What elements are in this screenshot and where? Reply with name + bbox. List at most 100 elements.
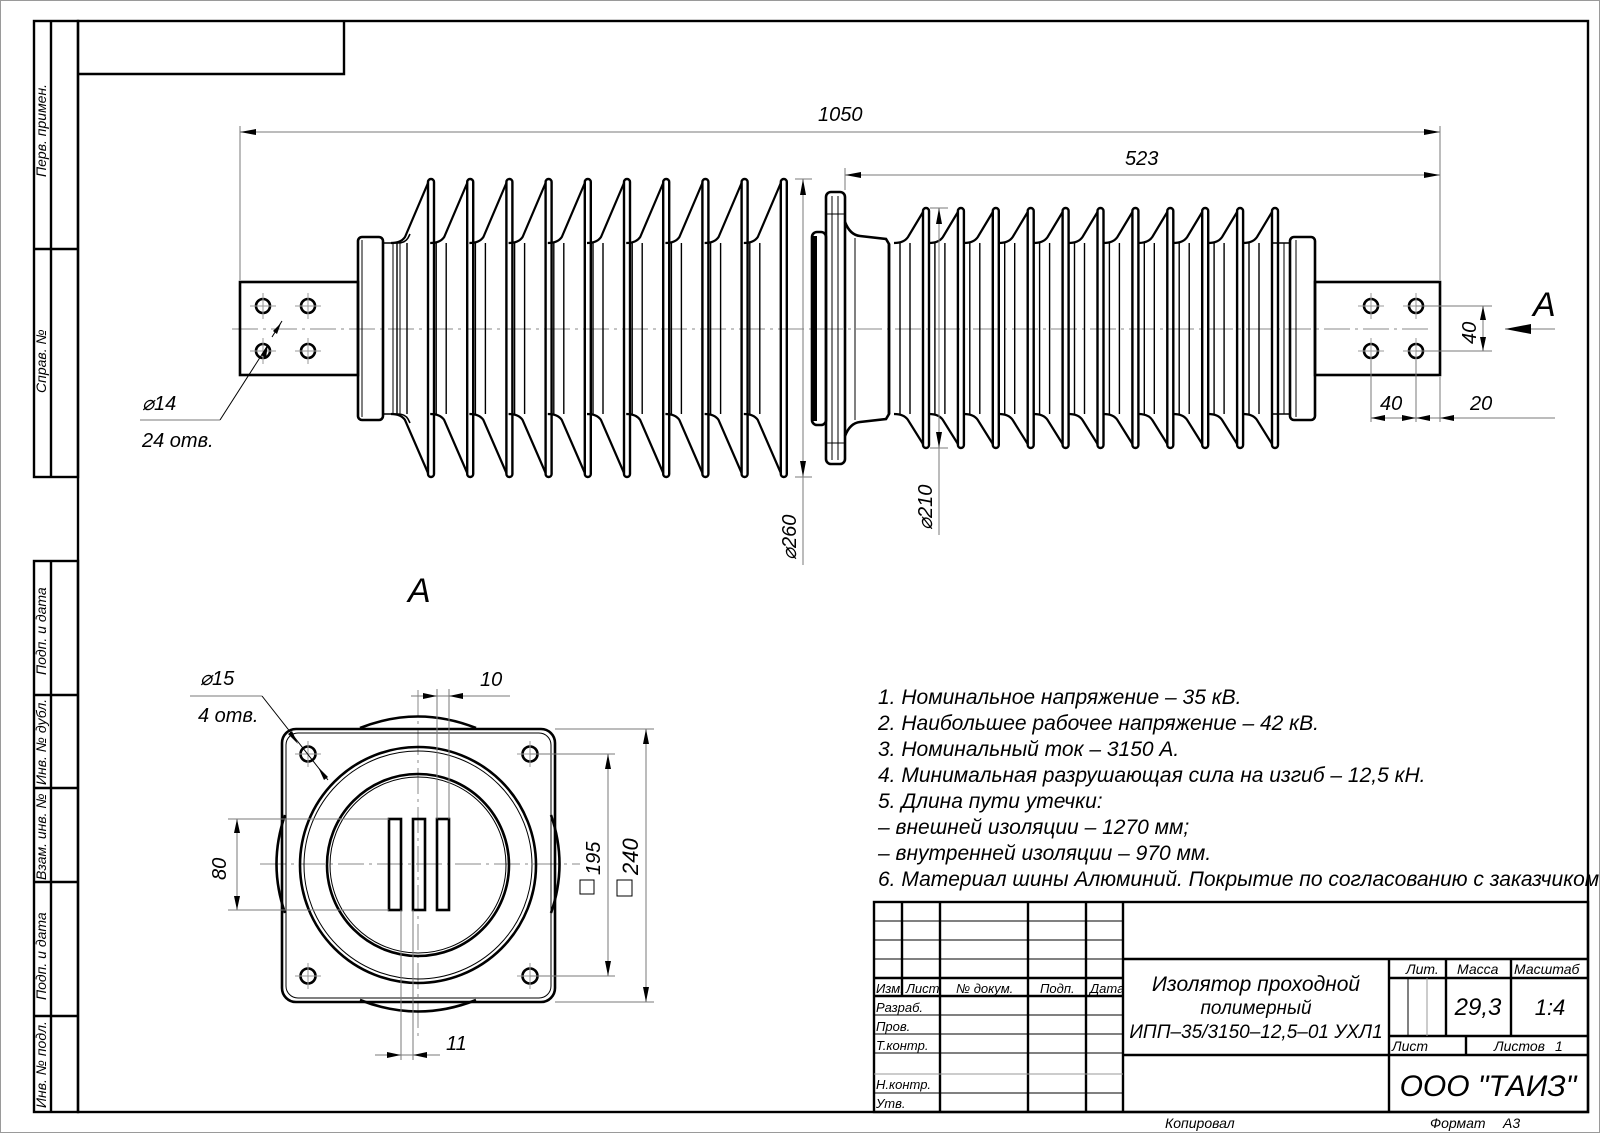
format-label: Формат	[1430, 1115, 1486, 1131]
shed	[547, 177, 592, 479]
dim-bar-height: 80	[209, 818, 389, 911]
format-value: А3	[1502, 1115, 1520, 1131]
dim-bar-thickness: 10	[411, 669, 510, 819]
dim-label: 523	[1125, 148, 1158, 170]
shed	[626, 177, 671, 479]
technical-notes: 1. Номинальное напряжение – 35 кВ. 2. На…	[877, 686, 1599, 891]
dim-label: 40	[1380, 393, 1402, 415]
view-a: А	[190, 572, 654, 1060]
dim-label: ⌀210	[915, 485, 937, 530]
side-stamp-label: Взам. инв. №	[33, 793, 49, 880]
tb-role: Пров.	[876, 1019, 910, 1034]
tb-role: Т.контр.	[876, 1038, 928, 1053]
dim-hole-pitch: 195	[530, 753, 615, 977]
inner-ring	[325, 772, 511, 958]
side-stamp-label: Справ. №	[33, 329, 49, 393]
tb-role: Утв.	[875, 1096, 906, 1111]
note-line: – внутренней изоляции – 970 мм.	[877, 842, 1211, 865]
shed	[586, 177, 632, 479]
tb-role: Разраб.	[876, 1000, 923, 1015]
note-line: 3. Номинальный ток – 3150 А.	[878, 738, 1179, 761]
right-sheds	[893, 206, 1280, 450]
side-stamp-label: Инв. № подл.	[33, 1021, 49, 1108]
shed	[963, 206, 1000, 450]
shed	[1208, 206, 1245, 450]
note-line: 1. Номинальное напряжение – 35 кВ.	[878, 686, 1241, 709]
side-stamp-label: Подп. и дата	[33, 587, 49, 675]
drawing-frame	[76, 19, 1590, 1114]
sheet-footer: Копировал Формат А3	[1165, 1115, 1520, 1131]
side-stamp: Перв. примен. Справ. № Подп. и дата Инв.…	[32, 19, 80, 1114]
shed	[508, 177, 553, 479]
note-line: 5. Длина пути утечки:	[878, 790, 1103, 813]
dim-flange-hole: ⌀15 4 отв.	[190, 668, 329, 781]
dim-label: ⌀260	[779, 515, 801, 560]
dim-label: 10	[480, 669, 502, 691]
tb-designation: Изолятор проходной	[1152, 973, 1361, 996]
note-line: 2. Наибольшее рабочее напряжение – 42 кВ…	[877, 712, 1319, 735]
dim-label: 11	[446, 1033, 467, 1055]
left-sheds	[390, 177, 788, 479]
right-busbar	[1313, 280, 1442, 377]
dim-label: 40	[1459, 322, 1481, 344]
tb-col-header: № докум.	[956, 981, 1013, 996]
tb-sheets-value: 1	[1555, 1038, 1563, 1054]
dim-label: ⌀14	[142, 393, 176, 415]
tb-col-header: Дата	[1088, 981, 1124, 996]
tb-mass-value: 29,3	[1454, 994, 1502, 1021]
tb-scale-label: Масштаб	[1514, 961, 1581, 977]
tb-company: ООО "ТАИЗ"	[1400, 1070, 1578, 1103]
tb-sheets-label: Листов	[1493, 1038, 1545, 1054]
dim-label: 20	[1469, 393, 1492, 415]
side-stamp-label: Подп. и дата	[33, 912, 49, 1000]
dim-flange-size: 240	[555, 728, 654, 1003]
shed	[1068, 206, 1105, 450]
tb-designation: полимерный	[1200, 998, 1311, 1019]
top-left-designation-box	[78, 21, 346, 76]
dim-right-length: 523	[844, 148, 1440, 190]
view-arrow-a: А	[1505, 286, 1556, 334]
tb-sheet-label: Лист	[1391, 1038, 1428, 1054]
dim-label: ⌀15	[200, 668, 235, 690]
dim-diameter-260: ⌀260	[779, 178, 812, 565]
busbar-section	[411, 817, 427, 912]
dim-hole-spacing-vertical: 40	[1416, 305, 1492, 352]
shed	[1242, 206, 1280, 450]
note-line: 6. Материал шины Алюминий. Покрытие по с…	[878, 868, 1599, 891]
busbar-section	[435, 817, 451, 912]
note-line: – внешней изоляции – 1270 мм;	[877, 816, 1189, 839]
square-flange	[280, 727, 557, 1004]
dim-bar-gap: 11	[375, 910, 467, 1060]
tb-designation: ИПП–35/3150–12,5–01 УХЛ1	[1129, 1022, 1382, 1043]
note-line: 4. Минимальная разрушающая сила на изгиб…	[878, 764, 1426, 787]
left-end-cap	[356, 235, 385, 422]
tb-role: Н.контр.	[876, 1077, 931, 1092]
shed	[893, 206, 931, 450]
tb-scale-value: 1:4	[1535, 995, 1566, 1020]
shed	[1173, 206, 1210, 450]
shed	[665, 177, 710, 479]
busbar-section	[387, 817, 403, 912]
tb-lit-label: Лит.	[1405, 961, 1439, 977]
dim-hole-diameter: ⌀14 24 отв.	[140, 320, 283, 452]
shed	[928, 206, 966, 450]
busbar-stack	[387, 817, 451, 912]
square-sign	[579, 879, 595, 895]
dim-label: 195	[583, 841, 605, 875]
dim-hole-spacing-horizontal: 40 20	[1370, 360, 1555, 422]
view-a-title: А	[406, 572, 431, 610]
dim-label: 4 отв.	[198, 705, 258, 727]
mounting-flange	[810, 190, 891, 466]
shed	[469, 177, 514, 479]
tb-col-header: Лист	[905, 981, 940, 996]
shed	[998, 206, 1035, 450]
dim-overall-length: 1050	[239, 104, 1441, 280]
tb-col-header: Изм.	[876, 981, 904, 996]
side-stamp-label: Инв. № дубл.	[33, 699, 49, 785]
title-block: Изм. Лист № докум. Подп. Дата Разраб. Пр…	[872, 900, 1590, 1114]
square-sign	[616, 879, 633, 897]
shed	[1033, 206, 1070, 450]
copied-label: Копировал	[1165, 1115, 1235, 1131]
dim-label: 24 отв.	[141, 430, 214, 452]
shed	[1103, 206, 1140, 450]
